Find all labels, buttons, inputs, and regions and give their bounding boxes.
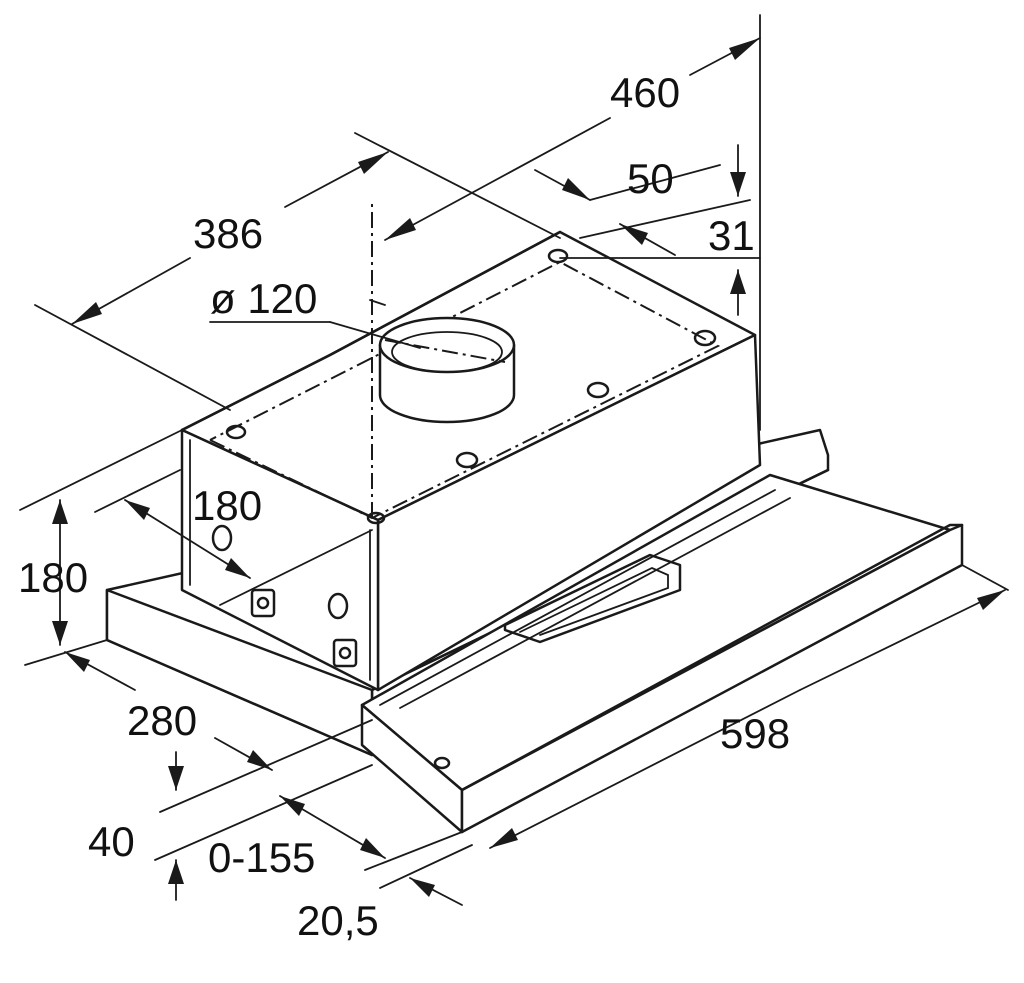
dimension-label-386: 386 xyxy=(193,210,263,257)
dimension-label-0-155: 0-155 xyxy=(208,834,315,881)
dimension-label-31: 31 xyxy=(708,212,755,259)
duct-collar xyxy=(378,316,516,424)
dimension-label-50: 50 xyxy=(627,155,674,202)
dimension-label-duct-diameter: ø 120 xyxy=(210,275,317,322)
dimension-label-460: 460 xyxy=(610,69,680,116)
dimension-label-598: 598 xyxy=(720,710,790,757)
dimension-label-inner-180: 180 xyxy=(192,482,262,529)
dimension-label-outer-180: 180 xyxy=(18,554,88,601)
dimension-lines xyxy=(19,14,1009,906)
dimension-label-280: 280 xyxy=(127,697,197,744)
dimension-label-20-5: 20,5 xyxy=(297,897,379,944)
pull-out-tray xyxy=(360,473,964,834)
dimension-label-40: 40 xyxy=(88,818,135,865)
